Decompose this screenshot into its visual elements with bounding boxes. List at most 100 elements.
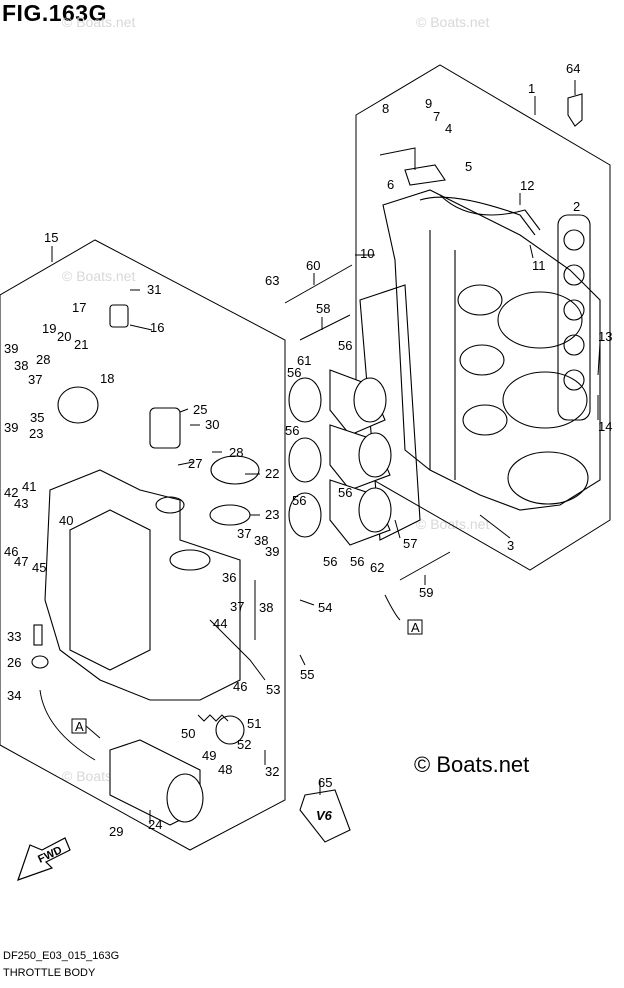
fwd-label: FWD — [36, 844, 64, 865]
fitting-26 — [31, 655, 49, 669]
part-label: 38 — [254, 533, 268, 548]
silencer-24 — [109, 739, 204, 826]
part-label: 37 — [237, 526, 251, 541]
part-label: 10 — [360, 246, 374, 261]
part-label: 36 — [222, 570, 236, 585]
part-label: 12 — [520, 178, 534, 193]
part-label: 55 — [300, 667, 314, 682]
pulley-48 — [215, 715, 245, 745]
part-label: 38 — [259, 600, 273, 615]
part-label: 40 — [59, 513, 73, 528]
part-label: 28 — [36, 352, 50, 367]
fwd-arrow: FWD — [17, 837, 71, 881]
part-label: 39 — [4, 420, 18, 435]
part-label: 58 — [316, 301, 330, 316]
part-label: 4 — [445, 121, 452, 136]
part-label: 7 — [433, 109, 440, 124]
part-label: 64 — [566, 61, 580, 76]
part-label: 61 — [297, 353, 311, 368]
part-label: 28 — [229, 445, 243, 460]
part-label: 57 — [403, 536, 417, 551]
part-label: 15 — [44, 230, 58, 245]
part-label: 29 — [109, 824, 123, 839]
part-label: 39 — [265, 544, 279, 559]
part-label: 11 — [532, 258, 546, 273]
part-label: 32 — [265, 764, 279, 779]
valve-25 — [149, 407, 181, 449]
watermark-large: © Boats.net — [414, 752, 530, 777]
leader-lines — [51, 80, 601, 824]
ref-a-arrow — [384, 594, 401, 621]
part-label: 43 — [14, 496, 28, 511]
part-label: 63 — [265, 273, 279, 288]
part-label: 26 — [7, 655, 21, 670]
part-label: 49 — [202, 748, 216, 763]
part-label: 56 — [323, 554, 337, 569]
part-label: 65 — [318, 775, 332, 790]
part-label: 22 — [265, 466, 279, 481]
clip-64 — [567, 93, 583, 127]
part-label: 54 — [318, 600, 332, 615]
sensor-16 — [109, 304, 129, 328]
manifold-assembly-outline — [355, 64, 611, 571]
part-label: 2 — [573, 199, 580, 214]
bracket-6 — [379, 147, 416, 170]
part-label: 34 — [7, 688, 21, 703]
part-label: 38 — [14, 358, 28, 373]
part-label: 56 — [338, 338, 352, 353]
part-label: 20 — [57, 329, 71, 344]
ref-a-arrow — [85, 725, 101, 739]
part-label: 53 — [266, 682, 280, 697]
part-label: 5 — [465, 159, 472, 174]
part-label: 46 — [4, 544, 18, 559]
gasket-2 — [557, 214, 591, 421]
intake-manifold — [382, 189, 601, 511]
footer-diagram-name: THROTTLE BODY — [3, 967, 96, 979]
part-label: 25 — [193, 402, 207, 417]
part-label: 56 — [350, 554, 364, 569]
part-label: 45 — [32, 560, 46, 575]
part-label: 62 — [370, 560, 384, 575]
part-label: 42 — [4, 485, 18, 500]
part-label: 56 — [338, 485, 352, 500]
part-label: 52 — [237, 737, 251, 752]
footer-diagram-code: DF250_E03_015_163G — [3, 950, 120, 962]
pipe-33 — [33, 624, 43, 646]
part-label: 18 — [100, 371, 114, 386]
part-label: 59 — [419, 585, 433, 600]
sensor-5 — [404, 164, 446, 186]
watermark: © Boats.net — [62, 14, 136, 30]
ref-a-label: A — [411, 620, 420, 635]
part-label: 23 — [29, 426, 43, 441]
part-label: 39 — [4, 341, 18, 356]
part-label: 30 — [205, 417, 219, 432]
badge-65 — [299, 789, 351, 843]
part-label: 60 — [306, 258, 320, 273]
ref-a-box — [407, 619, 423, 635]
throttle-tubes — [288, 369, 392, 546]
part-label: 31 — [147, 282, 161, 297]
part-label: 17 — [72, 300, 86, 315]
watermark: © Boats.net — [62, 268, 136, 284]
figure-title: FIG.163G — [2, 0, 107, 26]
part-label: 51 — [247, 716, 261, 731]
part-label: 16 — [150, 320, 164, 335]
part-label: 3 — [507, 538, 514, 553]
part-label: 47 — [14, 554, 28, 569]
part-label: 21 — [74, 337, 88, 352]
part-label: 8 — [382, 101, 389, 116]
link-44 — [209, 619, 266, 681]
part-label: 56 — [287, 365, 301, 380]
pipe-12 — [439, 194, 541, 231]
part-label: 44 — [213, 616, 227, 631]
part-label: 50 — [181, 726, 195, 741]
badge-text: V6 — [316, 808, 333, 823]
part-label: 13 — [598, 329, 612, 344]
intake-silencer — [44, 469, 241, 701]
bolt-60 — [284, 264, 353, 304]
bolt-59 — [399, 551, 451, 581]
part-label: 37 — [28, 372, 42, 387]
bolt-58 — [299, 314, 351, 341]
part-label: 48 — [218, 762, 232, 777]
